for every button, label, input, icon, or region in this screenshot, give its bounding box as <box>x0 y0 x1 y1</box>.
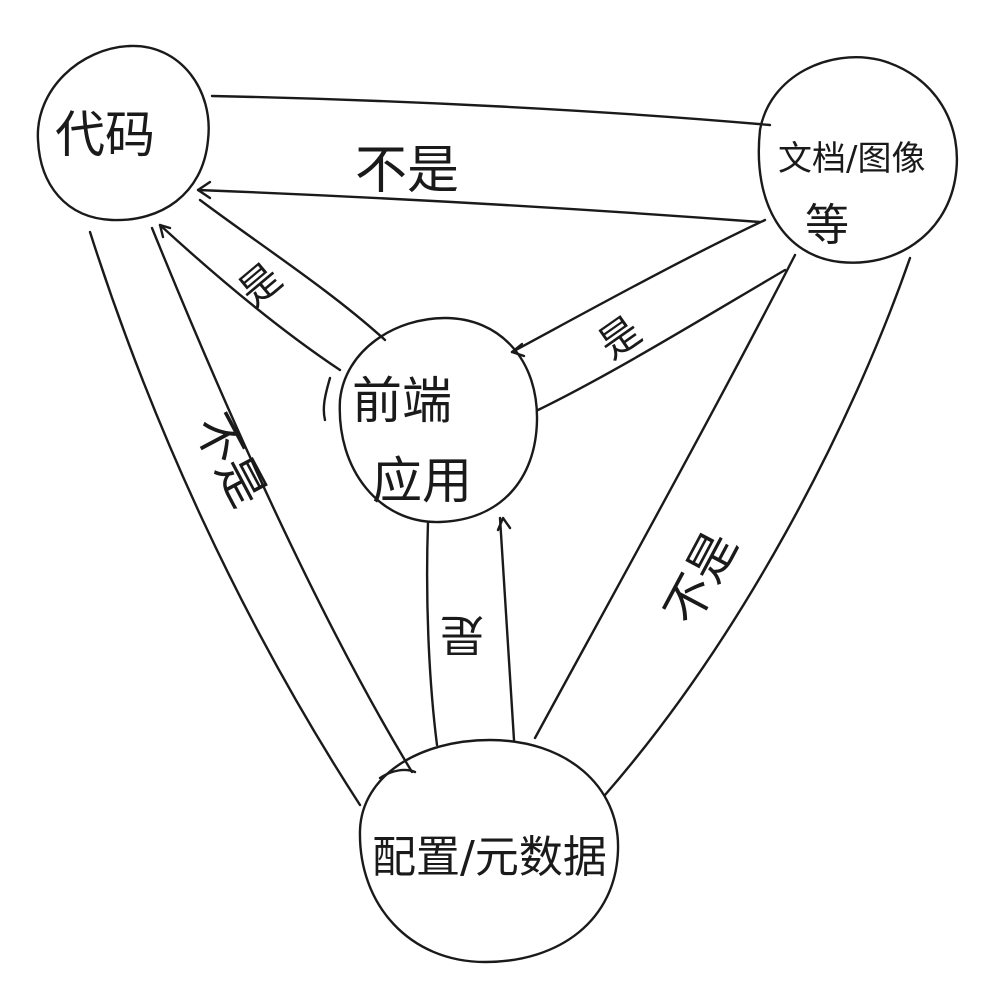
node-docs-label-line2: 等 <box>805 200 849 251</box>
edge-code-docs-label: 不是 <box>355 141 459 201</box>
node-frontend-tick <box>322 376 332 422</box>
node-config-circle <box>358 738 620 964</box>
edge-code-config-label: 不是 <box>182 405 277 516</box>
edge-code-frontend-label: 是 <box>231 255 291 316</box>
node-docs-circle <box>757 56 959 264</box>
edge-docs-frontend-label: 是 <box>591 308 650 369</box>
node-frontend-label-line2: 应用 <box>372 452 472 510</box>
edge-code-docs-arrowhead <box>196 180 212 200</box>
edge-docs-config-outer <box>603 256 912 797</box>
edge-code-frontend: 是 <box>158 198 387 372</box>
edge-code-docs-top <box>210 94 772 127</box>
node-docs-label-line1: 文档/图像 <box>778 139 925 179</box>
edge-docs-config-inner <box>533 253 797 740</box>
edge-frontend-config-label: 是 <box>440 609 484 660</box>
edge-frontend-config-right <box>498 516 516 742</box>
edge-code-frontend-lower <box>158 223 342 372</box>
edge-code-frontend-upper <box>198 198 387 342</box>
node-code-label: 代码 <box>55 106 155 164</box>
edge-docs-frontend-lower <box>536 268 787 412</box>
edge-code-docs: 不是 <box>196 94 772 224</box>
node-frontend-label-line1: 前端 <box>352 372 452 430</box>
edge-frontend-config: 是 <box>425 516 516 747</box>
edge-code-config: 不是 <box>88 226 414 807</box>
node-config: 配置/元数据 <box>358 738 620 964</box>
node-code: 代码 <box>36 44 210 222</box>
edge-docs-frontend: 是 <box>510 218 787 412</box>
edge-code-docs-bottom <box>196 188 762 224</box>
edge-code-frontend-arrowhead <box>158 223 172 239</box>
edge-code-config-inner <box>150 226 414 774</box>
edge-code-config-outer <box>88 230 362 807</box>
node-docs: 文档/图像 等 <box>757 56 959 264</box>
node-config-label: 配置/元数据 <box>372 832 607 883</box>
edge-docs-frontend-upper <box>510 218 767 354</box>
edge-frontend-config-left <box>425 520 439 747</box>
node-frontend-circle <box>338 316 539 524</box>
node-frontend: 前端 应用 <box>322 316 539 524</box>
edge-frontend-config-arrowhead <box>496 516 512 532</box>
edge-docs-config: 不是 <box>533 253 912 797</box>
edge-docs-frontend-arrowhead <box>510 342 526 358</box>
node-code-circle <box>36 44 210 222</box>
